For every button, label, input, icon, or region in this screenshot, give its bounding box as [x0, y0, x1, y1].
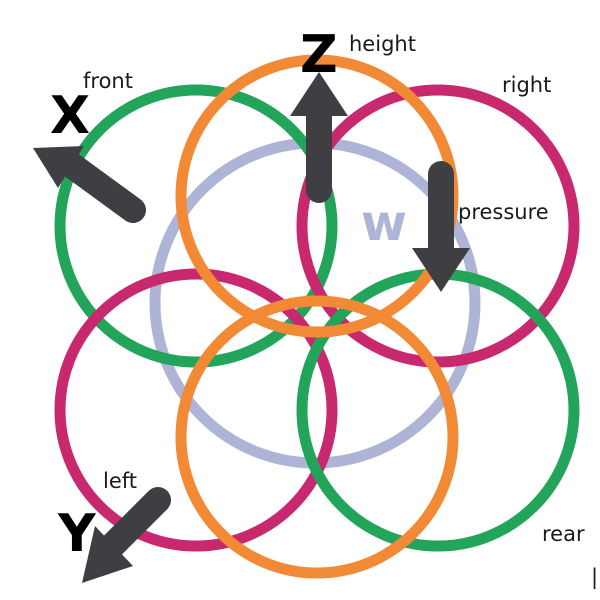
y-arrow-icon	[82, 487, 171, 583]
label-rear: rear	[542, 522, 585, 546]
left-circle	[54, 268, 338, 552]
label-right: right	[502, 73, 551, 97]
label-height: height	[349, 32, 416, 56]
bottom-circle	[175, 295, 459, 579]
pressure-arrow-icon	[412, 161, 470, 292]
w-letter: w	[361, 194, 407, 252]
z-arrow-icon	[290, 72, 348, 203]
z-axis-letter: Z	[300, 25, 338, 85]
label-pressure: pressure	[458, 200, 549, 224]
front-circle	[54, 84, 338, 368]
y-axis-letter: Y	[57, 504, 97, 564]
edge-mark: |	[591, 565, 598, 590]
label-front: front	[83, 69, 133, 93]
x-axis-letter: X	[50, 86, 90, 146]
label-left: left	[103, 469, 137, 493]
right-circle	[296, 84, 580, 368]
x-arrow-icon	[33, 146, 146, 223]
